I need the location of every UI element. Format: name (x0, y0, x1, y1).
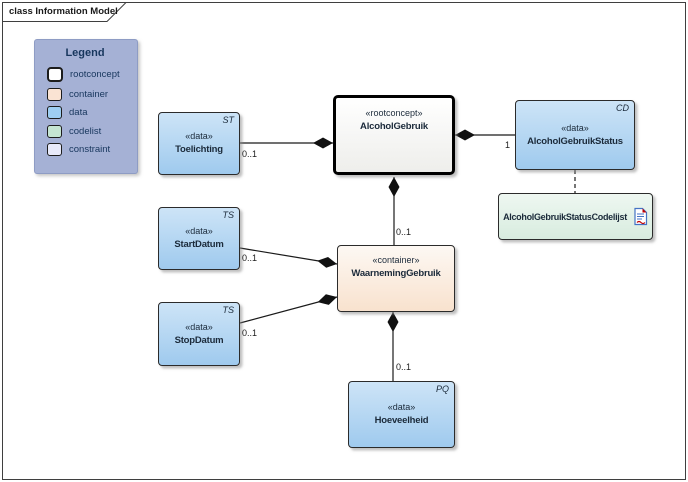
legend-item-rootconcept: rootconcept (47, 67, 137, 82)
constraint-swatch (47, 143, 62, 156)
node-name: Toelichting (175, 144, 223, 155)
node-name: StartDatum (174, 239, 224, 250)
type-tag: PQ (435, 384, 449, 394)
legend-label: rootconcept (70, 69, 120, 80)
legend-item-constraint: constraint (47, 143, 137, 156)
node-name: StopDatum (174, 334, 224, 346)
type-tag: ST (222, 115, 234, 125)
container-swatch (47, 87, 62, 101)
type-tag: TS (222, 305, 234, 315)
stereotype-label: «container» (372, 255, 420, 265)
node-hoeveelheid[interactable]: PQ «data» Hoeveelheid (348, 381, 455, 448)
node-name: AlcoholGebruikStatus (527, 135, 623, 147)
legend-panel: Legend rootconcept container data codeli… (34, 39, 138, 174)
linked-document-icon (633, 207, 648, 226)
legend-label: constraint (69, 144, 111, 155)
multiplicity-label: 1 (505, 140, 511, 150)
legend-title: Legend (65, 47, 105, 59)
node-name: WaarnemingGebruik (351, 268, 441, 279)
data-swatch (47, 106, 62, 119)
multiplicity-label: 0..1 (242, 149, 258, 159)
diagram-frame-title: class Information Model (9, 6, 118, 17)
stereotype-label: «data» (185, 226, 213, 236)
stereotype-label: «data» (185, 321, 213, 332)
multiplicity-label: 0..1 (242, 253, 258, 263)
node-alcoholgebruikstatus[interactable]: CD «data» AlcoholGebruikStatus (515, 100, 635, 170)
stereotype-label: «data» (561, 122, 589, 133)
legend-label: data (69, 107, 88, 118)
node-alcoholgebruik[interactable]: «rootconcept» AlcoholGebruik (333, 95, 455, 175)
legend-item-data: data (47, 106, 137, 119)
node-stopdatum[interactable]: TS «data» StopDatum (158, 302, 240, 366)
multiplicity-label: 0..1 (396, 362, 412, 372)
legend-item-container: container (47, 87, 137, 101)
stereotype-label: «rootconcept» (365, 108, 423, 118)
multiplicity-label: 0..1 (242, 328, 258, 338)
type-tag: CD (616, 103, 629, 113)
node-name: Hoeveelheid (374, 415, 429, 426)
node-name: AlcoholGebruik (360, 121, 428, 132)
node-name: AlcoholGebruikStatusCodelijst (503, 211, 627, 222)
stereotype-label: «data» (387, 402, 416, 412)
node-waarneminggebruik[interactable]: «container» WaarnemingGebruik (337, 245, 455, 312)
legend-item-codelist: codelist (47, 124, 137, 138)
legend-label: codelist (69, 125, 102, 137)
rootconcept-swatch (47, 67, 63, 82)
node-startdatum[interactable]: TS «data» StartDatum (158, 207, 240, 270)
codelist-swatch (47, 124, 62, 138)
stereotype-label: «data» (185, 131, 213, 141)
type-tag: TS (222, 210, 234, 220)
node-alcoholgebruikstatuscodelijst[interactable]: AlcoholGebruikStatusCodelijst (498, 193, 653, 240)
legend-label: container (69, 88, 109, 100)
node-toelichting[interactable]: ST «data» Toelichting (158, 112, 240, 175)
multiplicity-label: 0..1 (396, 227, 412, 237)
